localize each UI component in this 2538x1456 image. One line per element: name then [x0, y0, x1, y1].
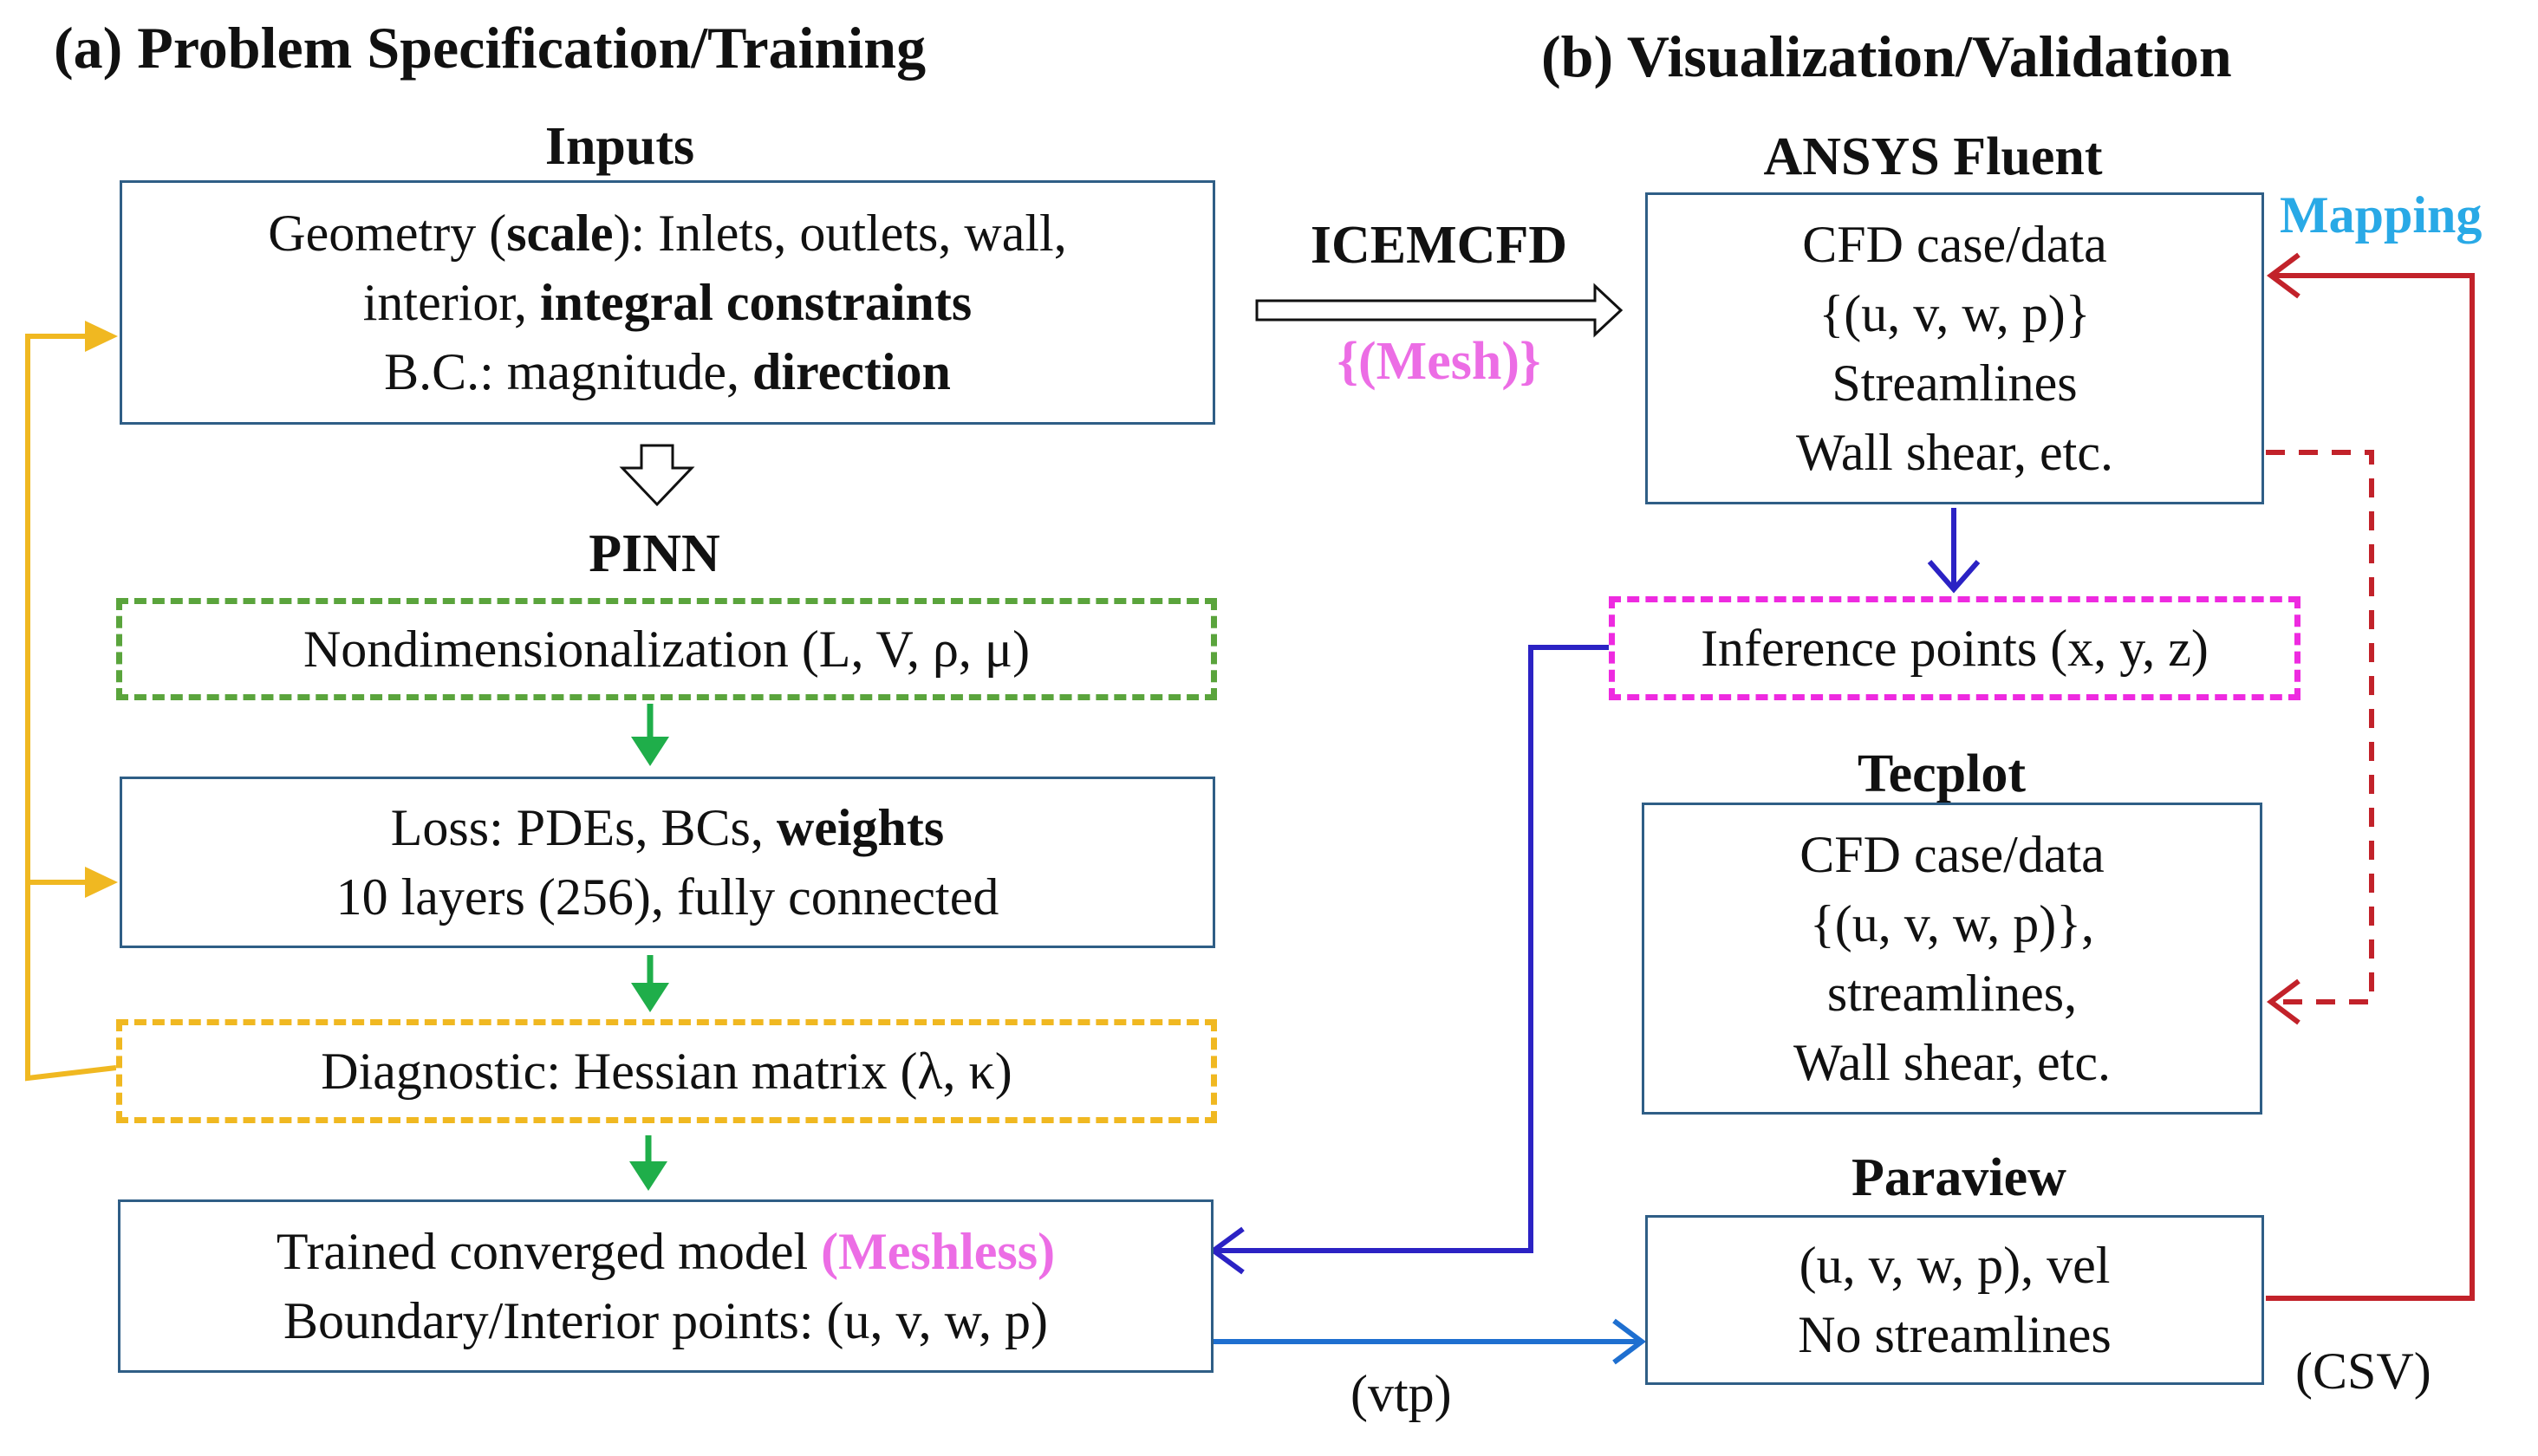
inputs-box: Geometry (scale): Inlets, outlets, wall,…: [120, 180, 1215, 425]
tecplot-line-4: Wall shear, etc.: [1793, 1034, 2111, 1091]
green-arrows: [629, 704, 669, 1191]
ansys-line-4: Wall shear, etc.: [1796, 424, 2113, 481]
diagnostic-feedback-loop: [25, 321, 118, 1082]
ansys-fluent-title: ANSYS Fluent: [1763, 127, 2103, 186]
header-problem-specification: (a) Problem Specification/Training: [54, 15, 927, 81]
inputs-line-1: Geometry (scale): Inlets, outlets, wall,: [268, 205, 1067, 262]
csv-label: (CSV): [2295, 1342, 2431, 1400]
diagnostic-box: Diagnostic: Hessian matrix (λ, κ): [116, 1019, 1217, 1123]
mapping-label: Mapping: [2280, 186, 2483, 244]
tecplot-line-2: {(u, v, w, p)},: [1809, 895, 2095, 952]
icemcfd-label: ICEMCFD: [1310, 216, 1568, 275]
pinn-title: PINN: [589, 524, 720, 583]
icemcfd-hollow-arrow: [1255, 283, 1624, 338]
inference-label: Inference points (x, y, z): [1701, 620, 2209, 677]
ansys-line-3: Streamlines: [1832, 354, 2078, 412]
trained-model-box: Trained converged model (Meshless) Bound…: [118, 1199, 1214, 1373]
paraview-box: (u, v, w, p), vel No streamlines: [1645, 1215, 2264, 1385]
tecplot-box: CFD case/data {(u, v, w, p)}, streamline…: [1642, 803, 2262, 1115]
vtp-label: (vtp): [1350, 1365, 1452, 1422]
inputs-to-pinn-hollow-arrow: [619, 444, 695, 507]
mapping-arrow: [2266, 252, 2475, 1301]
loss-line-2: 10 layers (256), fully connected: [335, 868, 999, 926]
header-visualization-validation: (b) Visualization/Validation: [1541, 23, 2232, 89]
ansys-line-2: {(u, v, w, p)}: [1819, 285, 2091, 342]
trained-line-2: Boundary/Interior points: (u, v, w, p): [283, 1292, 1049, 1349]
nondimensionalization-label: Nondimensionalization (L, V, ρ, μ): [303, 621, 1031, 678]
inputs-title: Inputs: [544, 117, 695, 176]
loss-box: Loss: PDEs, BCs, weights 10 layers (256)…: [120, 777, 1215, 948]
mesh-label: {(Mesh)}: [1337, 332, 1541, 391]
ansys-line-1: CFD case/data: [1802, 216, 2107, 273]
ansys-to-tecplot-dashed-arrow: [2266, 450, 2374, 1025]
inference-points-box: Inference points (x, y, z): [1609, 596, 2300, 700]
vtp-arrow: [1212, 1318, 1646, 1365]
loss-line-1: Loss: PDEs, BCs, weights: [390, 799, 945, 856]
nondimensionalization-box: Nondimensionalization (L, V, ρ, μ): [116, 598, 1217, 700]
paraview-title: Paraview: [1851, 1148, 2066, 1207]
trained-line-1: Trained converged model (Meshless): [276, 1223, 1056, 1280]
inputs-line-3: B.C.: magnitude, direction: [384, 343, 951, 400]
paraview-line-2: No streamlines: [1798, 1306, 2112, 1363]
diagnostic-label: Diagnostic: Hessian matrix (λ, κ): [321, 1043, 1012, 1100]
paraview-line-1: (u, v, w, p), vel: [1799, 1237, 2111, 1294]
tecplot-line-1: CFD case/data: [1799, 826, 2105, 883]
tecplot-line-3: streamlines,: [1826, 965, 2078, 1022]
inference-arrows: [1208, 508, 1981, 1275]
inputs-line-2: interior, integral constraints: [362, 274, 973, 331]
tecplot-title: Tecplot: [1857, 744, 2027, 803]
ansys-fluent-box: CFD case/data {(u, v, w, p)} Streamlines…: [1645, 192, 2264, 504]
